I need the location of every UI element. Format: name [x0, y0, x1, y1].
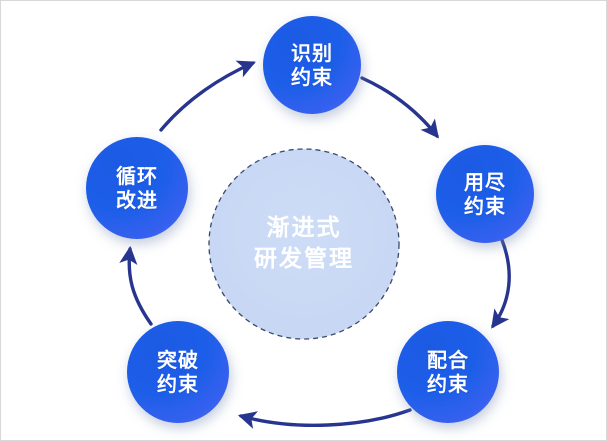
arrow-repeat-to-identify — [159, 60, 256, 132]
node-circle-layer — [86, 16, 534, 423]
center-hub-circle — [208, 148, 400, 340]
node-circle-exploit[interactable] — [436, 145, 534, 243]
center-hub — [208, 148, 400, 340]
node-circle-identify[interactable] — [263, 16, 361, 114]
node-circle-subordinate[interactable] — [397, 321, 499, 423]
arrow-elevate-to-repeat — [119, 245, 153, 326]
node-circle-repeat[interactable] — [86, 137, 188, 239]
arrow-exploit-to-subordinate — [491, 238, 511, 329]
arrow-layer — [119, 60, 511, 429]
arrow-identify-to-exploit — [360, 76, 439, 139]
arrow-subordinate-to-elevate — [237, 408, 412, 429]
node-circle-elevate[interactable] — [127, 321, 229, 423]
